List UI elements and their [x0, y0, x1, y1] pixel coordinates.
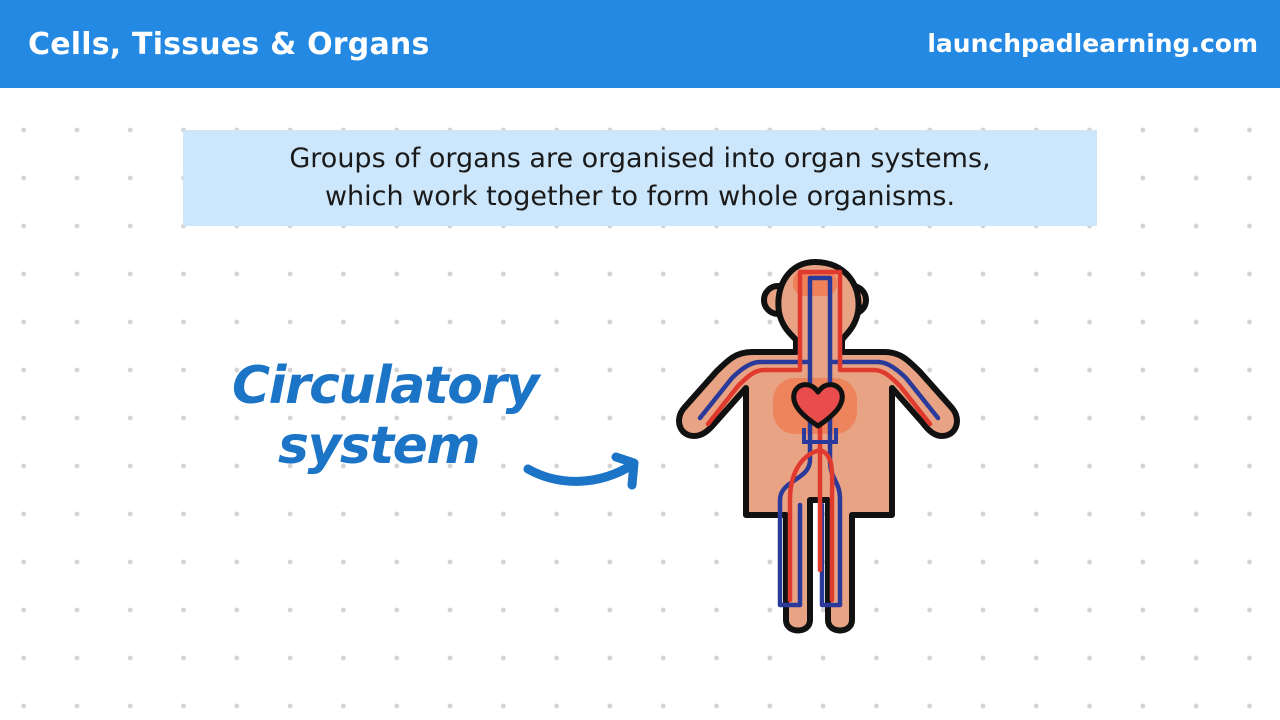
caption-line-1: Groups of organs are organised into orga…	[289, 143, 991, 174]
header-bar: Cells, Tissues & Organs launchpadlearnin…	[0, 0, 1280, 88]
circulatory-system-label: Circulatory system	[232, 356, 540, 476]
caption-line-2: which work together to form whole organi…	[324, 181, 956, 212]
vein-path	[697, 275, 941, 608]
caption-box: Groups of organs are organised into orga…	[183, 130, 1097, 226]
heart-icon	[791, 382, 845, 429]
arrow-curved-right-icon	[523, 452, 639, 490]
artery-path	[705, 269, 933, 603]
human-circulatory-figure	[676, 259, 960, 634]
label-line-2: system	[278, 416, 481, 476]
vessel-loop	[802, 428, 838, 444]
label-line-1: Circulatory	[232, 356, 540, 416]
header-site-url: launchpadlearning.com	[927, 29, 1258, 58]
header-title: Cells, Tissues & Organs	[28, 27, 430, 62]
